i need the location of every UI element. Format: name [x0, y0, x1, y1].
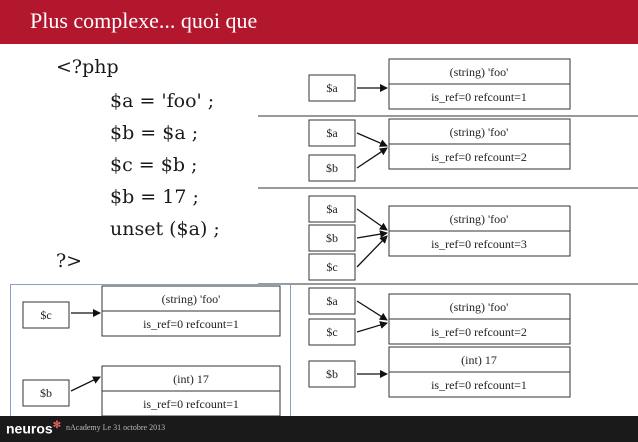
reference-arrow	[356, 147, 388, 169]
reference-arrow	[356, 230, 388, 239]
var-label: $a	[326, 126, 338, 140]
var-box	[308, 253, 356, 281]
code-line-unset-a: unset ($a) ;	[110, 218, 220, 240]
reference-arrow	[356, 300, 388, 321]
zval-meta-box	[388, 371, 571, 398]
var-label: $b	[326, 231, 338, 245]
zval-meta-box	[388, 83, 571, 110]
code-line-close-tag: ?>	[56, 250, 83, 272]
zval-meta-label: is_ref=0 refcount=2	[431, 325, 527, 339]
zval-value-box	[388, 205, 571, 232]
diagram-step-2: $a $b (string) 'foo' is_ref=0 refcount=2	[308, 118, 571, 182]
diagram-step-1: $a (string) 'foo' is_ref=0 refcount=1	[308, 58, 571, 110]
zval-meta-label: is_ref=0 refcount=1	[431, 90, 527, 104]
neuros-logo: neuros✻	[6, 420, 62, 437]
reference-arrow	[356, 208, 388, 231]
footer-text: nAcademy Le 31 octobre 2013	[66, 423, 166, 432]
zval-value-label: (string) 'foo'	[450, 65, 509, 79]
zval-value-box	[388, 293, 571, 320]
var-label: $b	[40, 386, 52, 400]
diagram-step-3: $a $b $c (string) 'foo' is_ref=0 refcoun…	[308, 195, 571, 281]
zval-meta-box	[388, 318, 571, 345]
zval-meta-box	[101, 310, 281, 337]
code-line-assign-a: $a = 'foo' ;	[110, 90, 215, 112]
zval-meta-label: is_ref=0 refcount=1	[143, 317, 239, 331]
summary-diagram: $c (string) 'foo' is_ref=0 refcount=1 $b…	[22, 285, 281, 417]
zval-value-label: (string) 'foo'	[450, 300, 509, 314]
var-label: $b	[326, 161, 338, 175]
zval-value-box	[101, 285, 281, 312]
var-box	[22, 301, 70, 329]
zval-meta-label: is_ref=0 refcount=2	[431, 150, 527, 164]
diagram-step-5: $b (int) 17 is_ref=0 refcount=1	[308, 346, 571, 398]
summary-inset: $c (string) 'foo' is_ref=0 refcount=1 $b…	[10, 284, 291, 418]
zval-meta-label: is_ref=0 refcount=3	[431, 237, 527, 251]
diagram-step-4: $a $c (string) 'foo' is_ref=0 refcount=2	[308, 287, 571, 346]
zval-meta-label: is_ref=0 refcount=1	[143, 397, 239, 411]
zval-value-label: (int) 17	[173, 372, 209, 386]
slide-title-bar: Plus complexe... quoi que	[0, 0, 638, 44]
zval-value-box	[388, 58, 571, 85]
var-label: $c	[40, 308, 51, 322]
summary-b-diagram: $b (int) 17 is_ref=0 refcount=1	[22, 365, 281, 417]
var-box	[308, 195, 356, 223]
code-line-assign-b: $b = $a ;	[110, 122, 199, 144]
var-box	[308, 318, 356, 346]
reference-arrow	[356, 235, 388, 268]
var-box	[308, 74, 356, 102]
zval-meta-label: is_ref=0 refcount=1	[431, 378, 527, 392]
var-box	[22, 379, 70, 407]
zval-value-label: (int) 17	[461, 353, 497, 367]
var-box	[308, 287, 356, 315]
code-line-assign-c: $c = $b ;	[110, 154, 198, 176]
code-block: <?php $a = 'foo' ; $b = $a ; $c = $b ; $…	[0, 0, 220, 272]
zval-meta-box	[388, 230, 571, 257]
var-box	[308, 360, 356, 388]
var-label: $c	[326, 260, 337, 274]
zval-value-box	[388, 346, 571, 373]
summary-c-diagram: $c (string) 'foo' is_ref=0 refcount=1	[22, 285, 281, 337]
code-line-reassign-b: $b = 17 ;	[110, 186, 199, 208]
var-box	[308, 119, 356, 147]
zval-value-label: (string) 'foo'	[450, 212, 509, 226]
var-label: $c	[326, 325, 337, 339]
reference-arrow	[356, 321, 388, 333]
var-label: $a	[326, 294, 338, 308]
zval-meta-box	[101, 390, 281, 417]
var-box	[308, 154, 356, 182]
footer-bar	[0, 416, 638, 442]
slide-title: Plus complexe... quoi que	[30, 8, 258, 33]
zval-meta-box	[388, 143, 571, 170]
reference-arrow	[70, 376, 101, 392]
logo-mark-icon: ✻	[52, 420, 62, 431]
reference-arrow	[356, 132, 388, 147]
zval-value-label: (string) 'foo'	[162, 292, 221, 306]
var-label: $a	[326, 202, 338, 216]
var-box	[308, 224, 356, 252]
var-label: $b	[326, 367, 338, 381]
var-label: $a	[326, 81, 338, 95]
zval-value-label: (string) 'foo'	[450, 125, 509, 139]
code-line-open-tag: <?php	[56, 56, 119, 78]
